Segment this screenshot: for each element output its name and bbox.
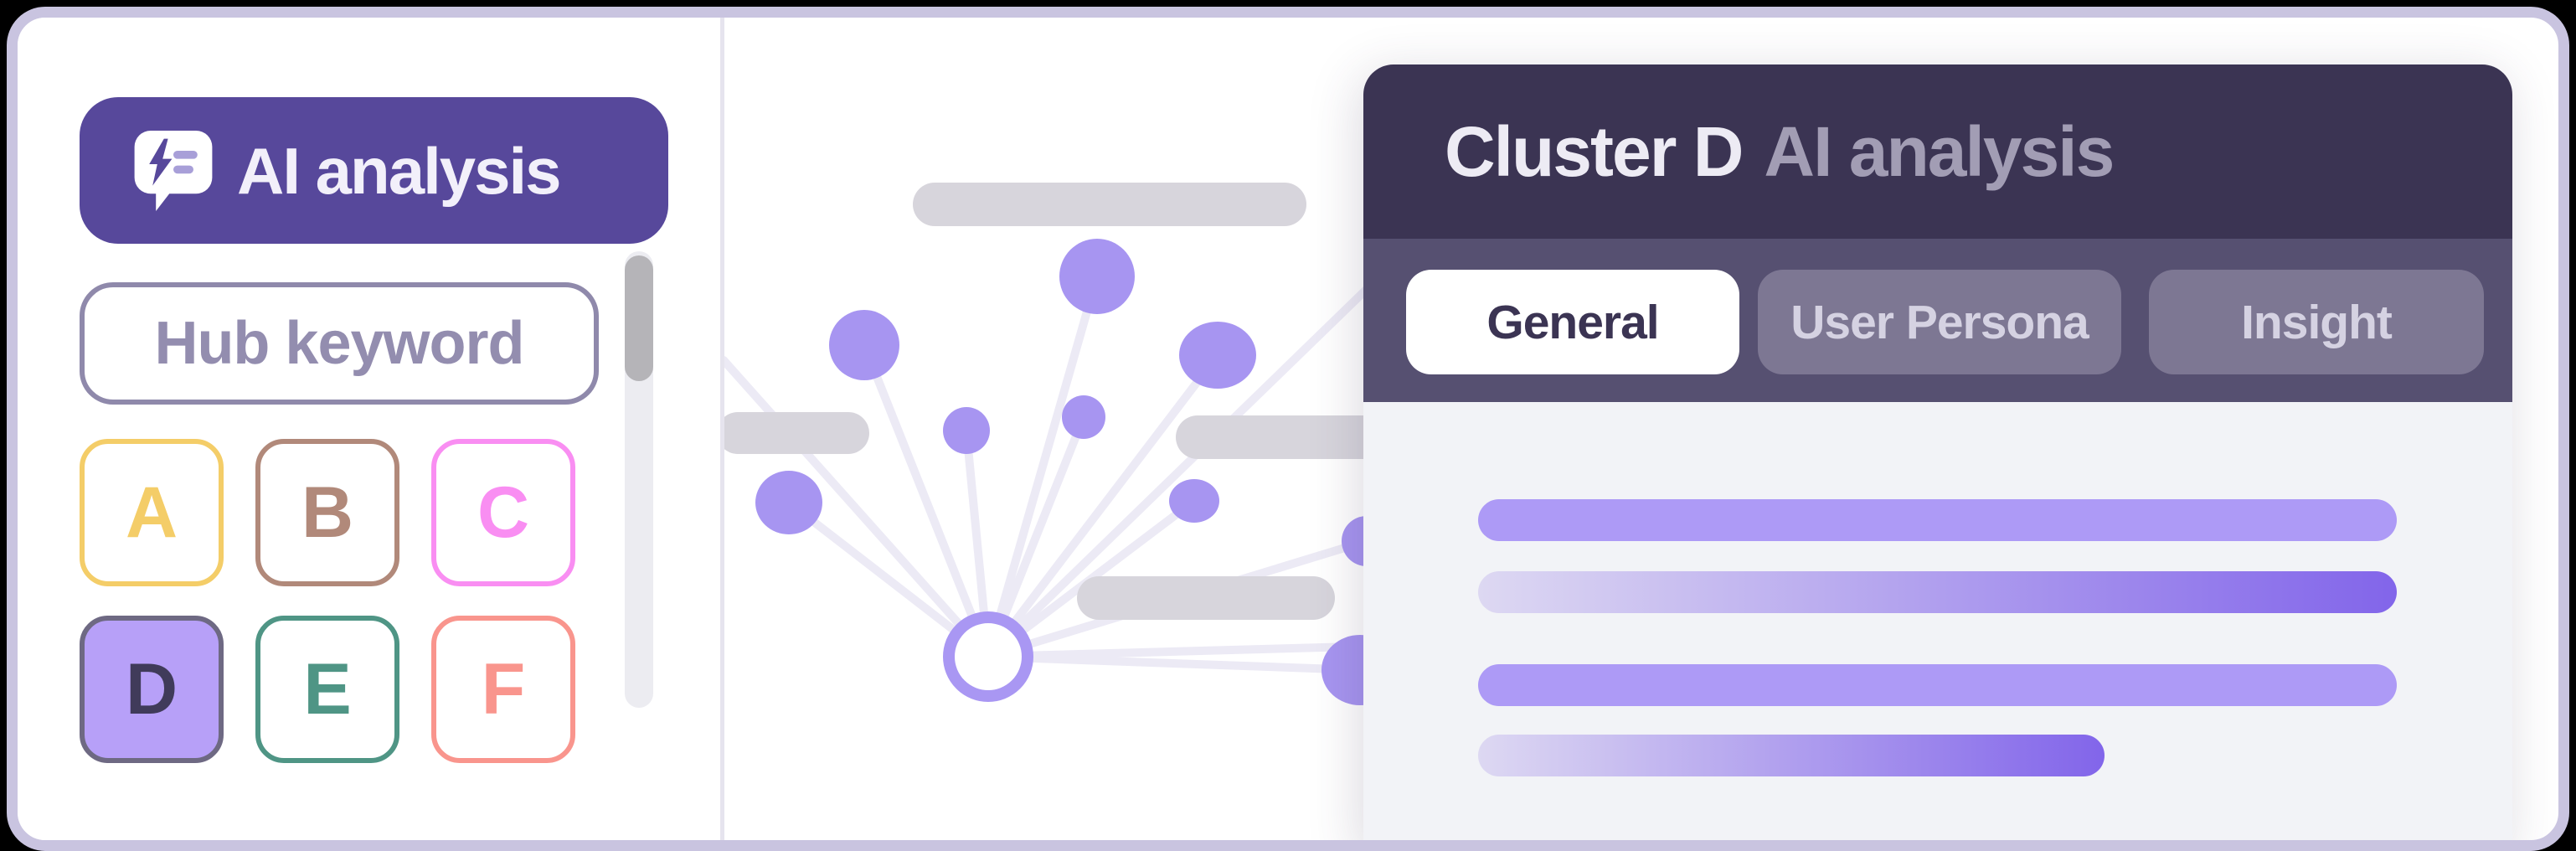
ai-chat-lightning-icon <box>134 130 213 211</box>
cluster-button-f[interactable]: F <box>431 616 575 763</box>
panel-divider <box>720 18 724 840</box>
graph-label-bar-3 <box>1176 415 1394 459</box>
graph-node-4[interactable] <box>943 407 990 454</box>
analysis-text-bar-3 <box>1478 664 2397 706</box>
graph-edge-1 <box>719 356 992 661</box>
graph-edge-3 <box>860 341 992 661</box>
graph-node-1[interactable] <box>1059 239 1135 314</box>
graph-node-6[interactable] <box>755 471 822 534</box>
cluster-button-c[interactable]: C <box>431 439 575 586</box>
ai-analysis-label: AI analysis <box>237 133 562 208</box>
graph-hub-node[interactable] <box>943 611 1033 702</box>
hub-keyword-placeholder: Hub keyword <box>154 310 524 377</box>
graph-node-5[interactable] <box>1062 395 1105 439</box>
graph-edge-7 <box>984 351 1222 661</box>
graph-node-7[interactable] <box>1169 479 1219 523</box>
analysis-text-bar-4 <box>1478 735 2105 776</box>
tab-general[interactable]: General <box>1406 270 1739 374</box>
cluster-button-b[interactable]: B <box>255 439 399 586</box>
graph-node-3[interactable] <box>1179 322 1256 389</box>
keyword-network-graph <box>717 183 1453 705</box>
graph-label-bar-4 <box>1077 576 1335 620</box>
analysis-text-bar-1 <box>1478 499 2397 541</box>
scrollbar-track[interactable] <box>625 251 653 708</box>
cluster-button-e[interactable]: E <box>255 616 399 763</box>
graph-node-2[interactable] <box>829 310 899 380</box>
cluster-button-a[interactable]: A <box>80 439 224 586</box>
analysis-text-bar-2 <box>1478 571 2397 613</box>
detail-panel-subtitle: AI analysis <box>1764 111 2115 191</box>
scrollbar-thumb[interactable] <box>625 255 653 381</box>
graph-label-bar-2 <box>717 412 869 454</box>
graph-label-bar-1 <box>913 183 1306 226</box>
ai-analysis-button[interactable]: AI analysis <box>80 97 668 244</box>
detail-panel-header: Cluster D AI analysis <box>1363 64 2512 239</box>
graph-edge-5 <box>984 272 1101 661</box>
detail-panel-title: Cluster D <box>1445 111 1744 191</box>
hub-keyword-input[interactable]: Hub keyword <box>80 282 599 405</box>
cluster-button-d[interactable]: D <box>80 616 224 763</box>
tab-insight[interactable]: Insight <box>2149 270 2484 374</box>
tab-user-persona[interactable]: User Persona <box>1758 270 2121 374</box>
detail-panel-content <box>1363 402 2512 840</box>
